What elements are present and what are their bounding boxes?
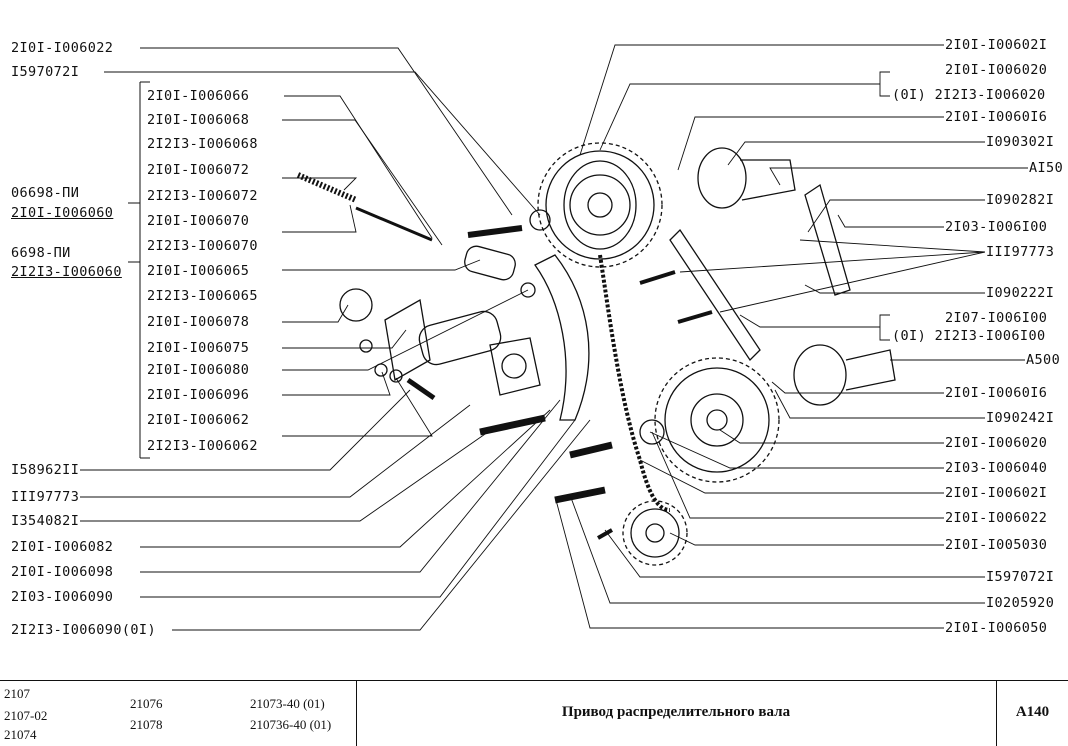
- right-label-23: 2I0I-I006050: [944, 620, 1049, 636]
- right-label-3: (0I) 2I2I3-I006020: [891, 87, 1047, 103]
- left-label-4: 2I0I-I006068: [146, 112, 251, 128]
- right-label-19: 2I0I-I006022: [944, 510, 1049, 526]
- left-label-2: I597072I: [10, 64, 81, 80]
- right-label-9: III97773: [985, 244, 1056, 260]
- right-label-17: 2I03-I006040: [944, 460, 1049, 476]
- right-label-11: 2I07-I006I00: [944, 310, 1049, 326]
- model-2107-02: 2107-02: [4, 708, 48, 723]
- left-label-21: 2I0I-I006082: [10, 539, 115, 555]
- left-label-20: I354082I: [10, 513, 81, 529]
- left-label-17: 2I2I3-I006062: [146, 438, 259, 454]
- title-block: 2107 2107-02 21074 21076 21078 21073-40 …: [0, 680, 1068, 746]
- damper-drawing: [669, 228, 761, 362]
- right-label-12: (0I) 2I2I3-I006I00: [891, 328, 1047, 344]
- left-label-6: 2I0I-I006072: [146, 162, 251, 178]
- right-label-6: AI50: [1028, 160, 1065, 176]
- right-label-8: 2I03-I006I00: [944, 219, 1049, 235]
- left-label-3: 2I0I-I006066: [146, 88, 251, 104]
- sheet-title: Привод распределительного вала: [561, 704, 791, 720]
- left-label-10: 2I0I-I006065: [146, 263, 251, 279]
- left-label-22: 2I0I-I006098: [10, 564, 115, 580]
- upper-sprocket-drawing: [537, 142, 663, 268]
- right-label-22: I0205920: [985, 595, 1056, 611]
- right-label-14: 2I0I-I0060I6: [944, 385, 1049, 401]
- left-label-18: I58962II: [10, 462, 81, 478]
- left-label-5: 2I2I3-I006068: [146, 136, 259, 152]
- right-label-16: 2I0I-I006020: [944, 435, 1049, 451]
- model-21076: 21076: [130, 696, 163, 711]
- left-label-24: 2I2I3-I006090(0I): [10, 622, 157, 638]
- left-label-7: 2I2I3-I006072: [146, 188, 259, 204]
- right-label-10: I090222I: [985, 285, 1056, 301]
- left-label-19: III97773: [10, 489, 81, 505]
- left-label-16: 2I0I-I006062: [146, 412, 251, 428]
- crank-sprocket-drawing: [622, 500, 688, 566]
- chain-drawing: [598, 254, 671, 512]
- right-label-4: 2I0I-I0060I6: [944, 109, 1049, 125]
- model-21078: 21078: [130, 717, 163, 732]
- left-label-15: 2I0I-I006096: [146, 387, 251, 403]
- sheet-code-cell: A140: [997, 681, 1068, 746]
- models-cell: 2107 2107-02 21074 21076 21078 21073-40 …: [0, 681, 357, 746]
- side-label-1: 06698-ПИ: [10, 185, 81, 201]
- title-cell: Привод распределительного вала: [357, 681, 997, 746]
- left-label-23: 2I03-I006090: [10, 589, 115, 605]
- model-2107: 2107: [4, 686, 30, 701]
- left-label-1: 2I0I-I006022: [10, 40, 115, 56]
- left-label-12: 2I0I-I006078: [146, 314, 251, 330]
- side-label-3: 6698-ПИ: [10, 245, 72, 261]
- left-label-9: 2I2I3-I006070: [146, 238, 259, 254]
- right-label-7: I090282I: [985, 192, 1056, 208]
- left-label-13: 2I0I-I006075: [146, 340, 251, 356]
- right-label-2: 2I0I-I006020: [944, 62, 1049, 78]
- left-label-11: 2I2I3-I006065: [146, 288, 259, 304]
- right-label-13: A500: [1025, 352, 1062, 368]
- model-210736-40: 210736-40 (01): [250, 717, 332, 732]
- shoe-drawing: [534, 254, 590, 421]
- model-21073-40: 21073-40 (01): [250, 696, 325, 711]
- legend-bracket-drawing: [128, 81, 150, 459]
- side-label-4: 2I2I3-I006060: [10, 264, 123, 280]
- right-label-20: 2I0I-I005030: [944, 537, 1049, 553]
- model-21074: 21074: [4, 727, 37, 742]
- diagram-drawing: [62, 44, 1028, 631]
- right-label-15: I090242I: [985, 410, 1056, 426]
- right-label-1: 2I0I-I00602I: [944, 37, 1049, 53]
- exploded-diagram: 2I0I-I006022 I597072I 2I0I-I006066 2I0I-…: [10, 37, 1065, 638]
- lower-sprocket-drawing: [654, 357, 780, 483]
- right-label-21: I597072I: [985, 569, 1056, 585]
- sheet-code: A140: [1015, 704, 1050, 720]
- right-label-5: I090302I: [985, 134, 1056, 150]
- left-label-14: 2I0I-I006080: [146, 362, 251, 378]
- left-label-8: 2I0I-I006070: [146, 213, 251, 229]
- side-label-2: 2I0I-I006060: [10, 205, 115, 221]
- right-label-18: 2I0I-I00602I: [944, 485, 1049, 501]
